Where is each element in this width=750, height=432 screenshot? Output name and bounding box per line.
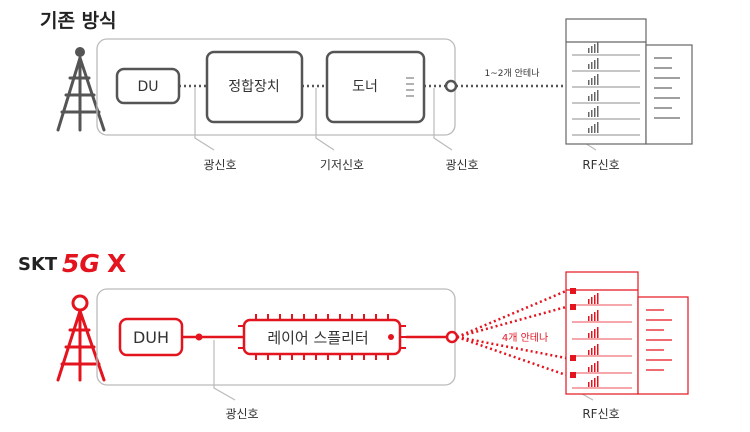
donor-indicator-icon (406, 77, 414, 97)
skt-antenna-endpoints (570, 288, 576, 378)
legacy-title: 기존 방식 (40, 10, 117, 32)
layer-splitter-chip (238, 314, 406, 360)
legacy-signal-bars (588, 42, 599, 133)
skt-tower-icon (56, 294, 106, 382)
legacy-connector-node (444, 79, 458, 93)
duh-label: DUH (133, 328, 169, 347)
skt-antenna-note: 4개 안테나 (502, 332, 548, 344)
du-label: DU (137, 79, 158, 95)
brand-5g: 5G (62, 249, 100, 278)
brand-x: X (107, 249, 126, 278)
legacy-sig-baseband: 기저신호 (320, 158, 364, 172)
skt-sig-rf: RF신호 (582, 407, 619, 421)
skt-building-icon (565, 271, 689, 395)
legacy-sig-optical-1: 광신호 (203, 158, 236, 172)
donor-label: 도너 (352, 79, 378, 95)
legacy-antenna-note: 1~2개 안테나 (485, 68, 540, 79)
matching-device-label: 정합장치 (228, 79, 280, 95)
legacy-sig-rf: RF신호 (582, 158, 619, 172)
skt-connector-node (445, 330, 459, 344)
brand-skt: SKT (18, 254, 58, 275)
skt-signal-bars (588, 293, 599, 387)
skt-sig-optical: 광신호 (225, 407, 258, 421)
skt-fanout-lines (456, 289, 567, 377)
layer-splitter-label: 레이어 스플리터 (267, 329, 368, 347)
legacy-building-icon (565, 18, 693, 145)
legacy-tower-icon (56, 47, 106, 132)
legacy-sig-optical-2: 광신호 (445, 158, 478, 172)
